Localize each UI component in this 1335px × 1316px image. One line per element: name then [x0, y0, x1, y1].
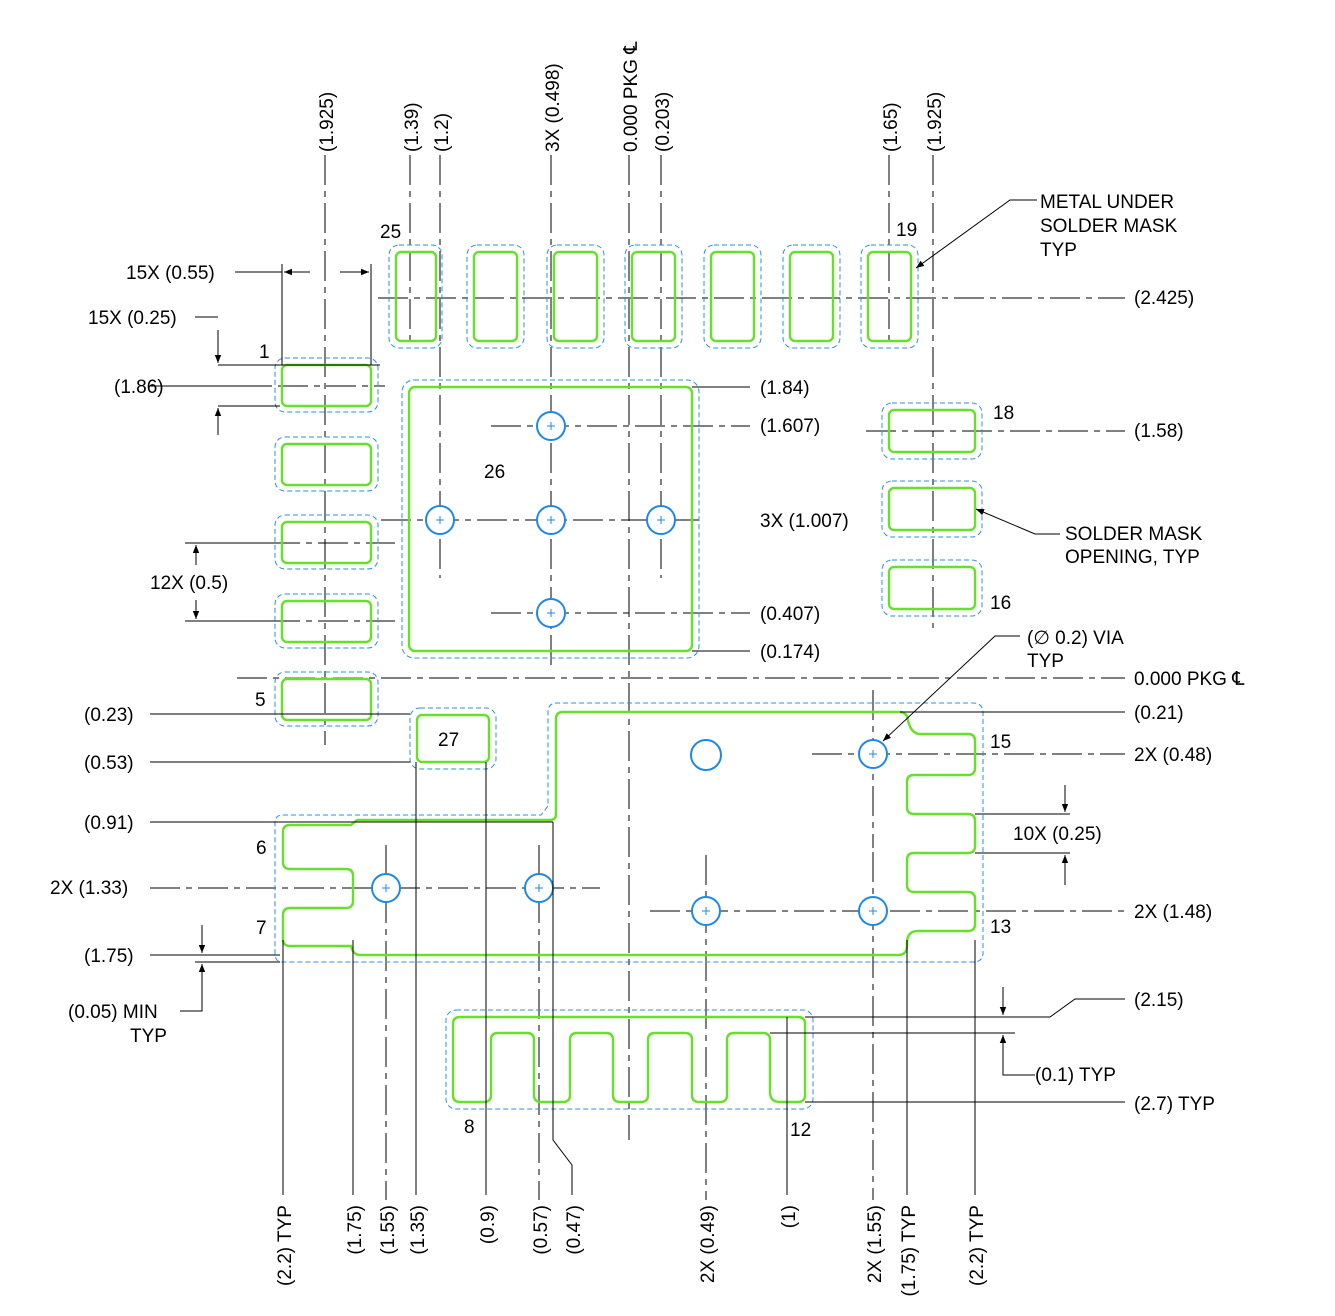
label-metal-under-2: SOLDER MASK	[1040, 216, 1178, 237]
label-27-typ: (2.7) TYP	[1134, 1094, 1215, 1115]
label-metal-under-1: METAL UNDER	[1040, 192, 1174, 213]
bottom-label-09: (0.9)	[478, 1205, 499, 1244]
via-11	[858, 896, 888, 926]
label-smo-2: OPENING, TYP	[1065, 547, 1200, 568]
label-01-typ: (0.1) TYP	[1035, 1065, 1116, 1086]
top-label-12: (1.2)	[432, 113, 453, 152]
bottom-label-1: (1)	[779, 1205, 800, 1228]
pin-16-label: 16	[990, 593, 1011, 614]
pin-1-label: 1	[259, 342, 270, 363]
pin-13-label: 13	[990, 917, 1011, 938]
top-label-1925-left: (1.925)	[317, 92, 338, 152]
label-via-1: (∅ 0.2) VIA	[1027, 628, 1124, 649]
label-158: (1.58)	[1134, 421, 1184, 442]
solder-mask-openings	[274, 244, 984, 1110]
top-label-1925-right: (1.925)	[925, 92, 946, 152]
vias	[371, 411, 888, 926]
label-021: (0.21)	[1134, 703, 1184, 724]
label-175-left: (1.75)	[84, 946, 134, 967]
dimension-arrows	[192, 199, 1069, 1060]
left-dimension-labels: 15X (0.55) 15X (0.25) (1.86) 12X (0.5) (…	[50, 263, 228, 1047]
label-2x-048: 2X (0.48)	[1134, 745, 1212, 766]
label-053: (0.53)	[84, 753, 134, 774]
extension-lines	[150, 264, 1125, 1195]
label-2425: (2.425)	[1134, 288, 1194, 309]
via-1	[536, 411, 566, 441]
bottom-label-22-typ-right: (2.2) TYP	[967, 1205, 988, 1286]
label-metal-under-3: TYP	[1040, 240, 1077, 261]
top-label-pkg-cl: 0.000 PKG ℄	[621, 41, 642, 152]
top-label-3x-0498: 3X (0.498)	[543, 63, 564, 152]
via-3	[536, 505, 566, 535]
bottom-label-135: (1.35)	[408, 1205, 429, 1255]
bottom-dimension-labels: (2.2) TYP (1.75) (1.55) (1.35) (0.9) (0.…	[275, 1205, 988, 1297]
bottom-label-2x-155: 2X (1.55)	[865, 1205, 886, 1283]
top-label-139: (1.39)	[402, 102, 423, 152]
pin-7-label: 7	[256, 918, 267, 939]
label-005-min: (0.05) MIN	[68, 1002, 158, 1023]
via-8	[371, 873, 401, 903]
via-9	[524, 873, 554, 903]
label-2x-148: 2X (1.48)	[1134, 902, 1212, 923]
via-2	[425, 505, 455, 535]
label-184: (1.84)	[760, 378, 810, 399]
bottom-label-175-typ: (1.75) TYP	[899, 1205, 920, 1297]
bottom-label-155: (1.55)	[378, 1205, 399, 1255]
label-via-2: TYP	[1027, 651, 1064, 672]
bottom-label-22-typ-left: (2.2) TYP	[275, 1205, 296, 1286]
via-6	[858, 739, 888, 769]
pin-18-label: 18	[993, 403, 1014, 424]
label-0174: (0.174)	[760, 642, 820, 663]
pin-27-label: 27	[438, 730, 459, 751]
via-5	[536, 598, 566, 628]
label-3x-1007: 3X (1.007)	[760, 511, 849, 532]
label-2x-133: 2X (1.33)	[50, 878, 128, 899]
bottom-label-057: (0.57)	[531, 1205, 552, 1255]
via-7	[690, 739, 722, 771]
label-091: (0.91)	[84, 813, 134, 834]
pin-6-label: 6	[256, 838, 267, 859]
copper-pads	[280, 250, 977, 1104]
label-023: (0.23)	[84, 705, 134, 726]
pin-numbers: 1 5 6 7 8 12 13 15 16 18 19 25 26 27	[255, 220, 1014, 1141]
centerlines	[150, 155, 1125, 1200]
pin-25-label: 25	[380, 222, 401, 243]
bottom-label-047: (0.47)	[564, 1205, 585, 1255]
via-4	[646, 505, 676, 535]
pin-26-label: 26	[484, 462, 505, 483]
pin-8-label: 8	[464, 1117, 475, 1138]
label-1607: (1.607)	[760, 416, 820, 437]
label-0407: (0.407)	[760, 604, 820, 625]
top-dimension-labels: (1.925) (1.39) (1.2) 3X (0.498) 0.000 PK…	[317, 41, 946, 152]
bottom-label-2x-049: 2X (0.49)	[698, 1205, 719, 1283]
label-15x-025: 15X (0.25)	[88, 308, 177, 329]
label-15x-055: 15X (0.55)	[126, 263, 215, 284]
pin-15-label: 15	[990, 732, 1011, 753]
label-186: (1.86)	[114, 377, 164, 398]
pin-19-label: 19	[896, 220, 917, 241]
top-label-165: (1.65)	[881, 102, 902, 152]
label-pkg-cl-right: 0.000 PKG ℄	[1134, 669, 1245, 690]
label-10x-025: 10X (0.25)	[1013, 824, 1102, 845]
pin-5-label: 5	[255, 690, 266, 711]
label-smo-1: SOLDER MASK	[1065, 524, 1203, 545]
top-label-0203: (0.203)	[653, 92, 674, 152]
pin-12-label: 12	[790, 1120, 811, 1141]
label-005-typ: TYP	[130, 1026, 167, 1047]
label-215: (2.15)	[1134, 990, 1184, 1011]
right-dimension-labels: METAL UNDER SOLDER MASK TYP (2.425) (1.8…	[760, 192, 1245, 1115]
via-10	[691, 896, 721, 926]
label-12x-05: 12X (0.5)	[150, 573, 228, 594]
bottom-label-175: (1.75)	[345, 1205, 366, 1255]
